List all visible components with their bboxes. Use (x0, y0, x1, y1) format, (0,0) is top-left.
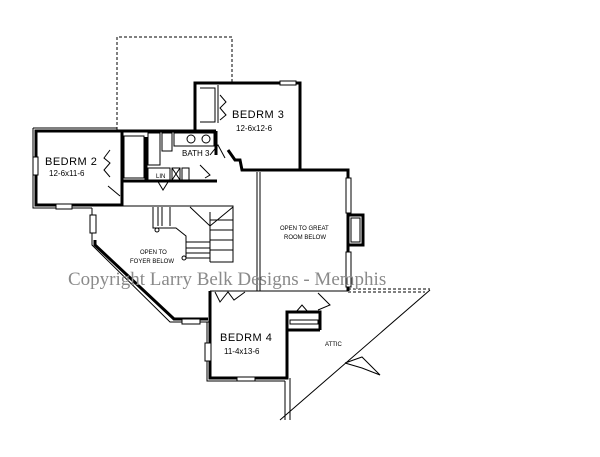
great-room-label-1: OPEN TO GREAT (280, 226, 329, 232)
great-room-label-2: ROOM BELOW (284, 235, 326, 241)
bedroom-3-label: BEDRM 3 (232, 109, 284, 121)
bath-and-closets (107, 129, 226, 197)
bedroom-4-label: BEDRM 4 (220, 332, 272, 344)
bedroom-4-walls (204, 291, 331, 420)
stair-foyer (89, 205, 234, 325)
attic-lines (279, 289, 431, 421)
linen-label: LIN (156, 174, 165, 180)
bedroom-4-size: 11-4x13-6 (224, 347, 260, 356)
roof-outline-dashed (116, 36, 233, 130)
bedroom-2-walls (32, 127, 124, 210)
bedroom-3-walls (193, 80, 302, 172)
bath-3-label: BATH 3 (182, 149, 210, 158)
foyer-label-1: OPEN TO (140, 250, 167, 256)
bedroom-3-size: 12-6x12-6 (236, 124, 273, 133)
bedroom-2-label: BEDRM 2 (45, 156, 97, 168)
bedroom-2-size: 12-6x11-6 (49, 169, 85, 178)
attic-label: ATTIC (325, 342, 343, 348)
foyer-label-2: FOYER BELOW (130, 259, 174, 265)
copyright-watermark: Copyright Larry Belk Designs - Memphis (68, 269, 386, 290)
great-room-walls (210, 168, 430, 293)
